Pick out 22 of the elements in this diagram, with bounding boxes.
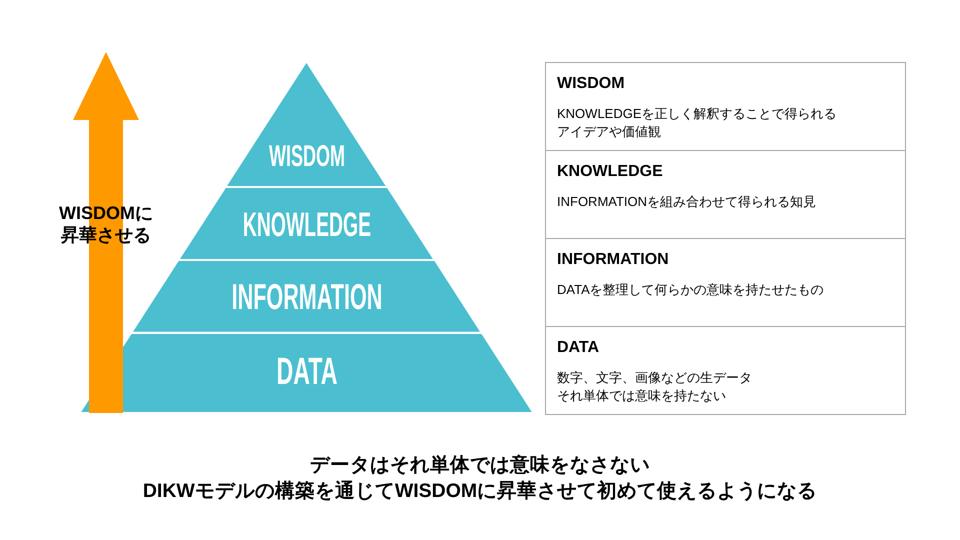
pyramid-tier [81,334,532,412]
definition-box [545,150,906,239]
row-heading: KNOWLEDGE [557,162,663,182]
summary-text: データはそれ単体では意味をなさない [310,453,650,478]
definition-box [545,62,906,151]
tier-label: KNOWLEDGE [242,208,371,242]
summary-text: DIKWモデルの構築を通じてWISDOMに昇華させて初めて使えるようになる [142,479,818,504]
row-heading: INFORMATION [557,250,669,270]
tier-label: WISDOM [268,142,345,172]
row-text: KNOWLEDGEを正しく解釈することで得られるアイデアや価値観 [557,105,838,141]
row-text: DATAを整理して何らかの意味を持たせたもの [557,281,825,299]
pyramid-tier [180,188,433,259]
pyramid-tier [227,62,386,186]
tier-label: INFORMATION [231,279,382,315]
pyramid-tier [133,261,480,332]
row-heading: DATA [557,338,600,358]
definition-box [545,238,906,327]
row-text: INFORMATIONを組み合わせて得られる知見 [557,193,818,211]
definition-box [545,326,906,415]
row-heading: WISDOM [557,74,625,94]
tier-label: DATA [276,353,338,391]
row-text: 数字、文字、画像などの生データそれ単体では意味を持たない [557,369,753,405]
